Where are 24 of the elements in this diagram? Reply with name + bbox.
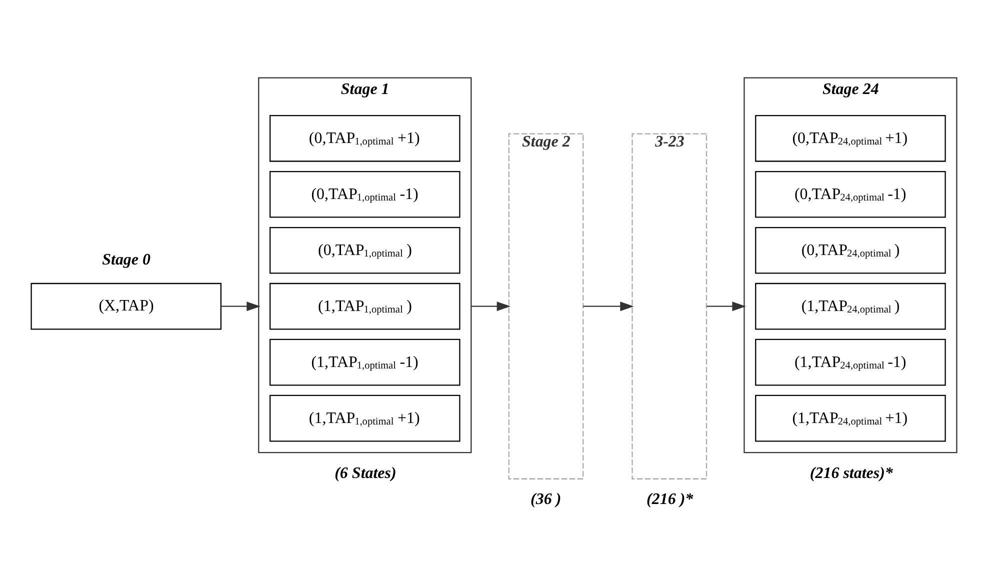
node-box: (0,TAP1,optimal ) (270, 226, 460, 274)
node-box: (0,TAP24,optimal ) (755, 226, 946, 274)
node-label: (216 states)* (810, 464, 893, 482)
node-box: 3-23 (632, 133, 708, 480)
node-box: (0,TAP24,optimal +1) (755, 114, 946, 162)
arrow (221, 302, 260, 312)
node-box: (X,TAP) (30, 282, 222, 330)
arrow (471, 302, 511, 312)
node-box: (1,TAP1,optimal ) (270, 282, 460, 330)
node-box: (1,TAP1,optimal +1) (270, 394, 460, 442)
node-label: (36 ) (530, 491, 562, 508)
node-box: (1,TAP24,optimal ) (755, 282, 946, 330)
node-label: Stage 0 (102, 251, 151, 268)
node-box: (0,TAP1,optimal -1) (270, 170, 460, 218)
arrow (706, 302, 746, 312)
node-label: (216 )* (646, 491, 694, 508)
node-box: Stage 2 (508, 133, 584, 480)
node-label: (6 States) (334, 464, 396, 482)
node-box: (1,TAP24,optimal +1) (755, 394, 946, 442)
arrow (583, 302, 634, 312)
node-box: (1,TAP24,optimal -1) (755, 338, 946, 386)
node-box: (0,TAP1,optimal +1) (270, 114, 460, 162)
node-box: (1,TAP1,optimal -1) (270, 338, 460, 386)
node-box: (0,TAP24,optimal -1) (755, 170, 946, 218)
